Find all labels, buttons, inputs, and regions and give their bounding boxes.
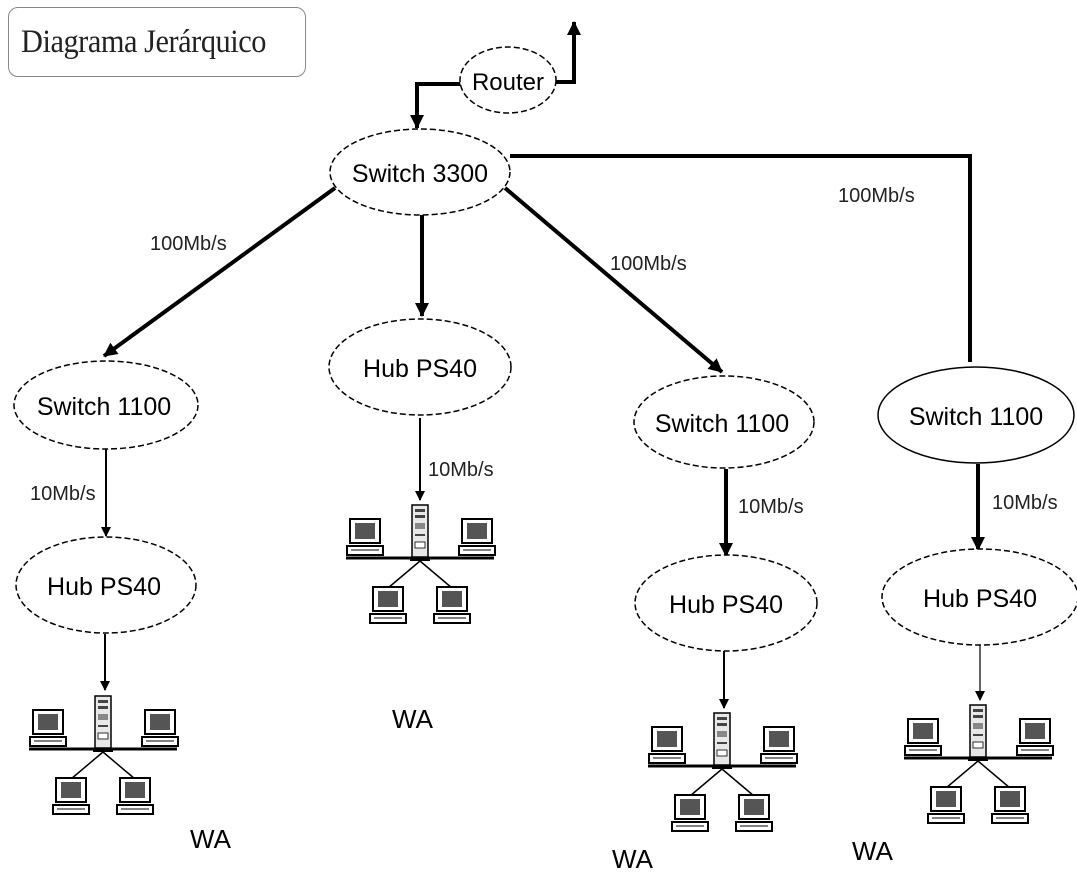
hub-a-label: Hub PS40 [47, 573, 161, 601]
workstation-cluster-a [29, 696, 178, 814]
hub-b-node [328, 318, 512, 416]
core-to-switch-a-link [102, 186, 337, 358]
core-to-switch-d-link [510, 154, 972, 362]
switch-d-label: Switch 1100 [909, 403, 1043, 431]
switch-a-label: Switch 1100 [37, 393, 171, 421]
workstation-cluster-c [648, 713, 797, 831]
switch-a-node [13, 360, 199, 450]
hub-d-node [881, 548, 1077, 646]
speed-label-core-switch-d: 100Mb/s [838, 185, 915, 207]
router-node [459, 46, 557, 114]
hub-c-label: Hub PS40 [669, 591, 783, 619]
diagram-title: Diagrama Jerárquico [21, 24, 266, 60]
wa-label-b: WA [392, 704, 434, 734]
speed-label-switch-c-hub: 10Mb/s [738, 496, 804, 518]
hub-d-label: Hub PS40 [923, 585, 1037, 613]
workstation-cluster-b [346, 505, 495, 623]
speed-label-switch-a-hub: 10Mb/s [30, 483, 96, 505]
core-switch-node [329, 128, 511, 216]
core-switch-label: Switch 3300 [352, 160, 488, 188]
speed-label-core-switch-c: 100Mb/s [610, 253, 687, 275]
wa-label-c: WA [612, 844, 654, 874]
router-label: Router [472, 69, 544, 96]
wa-label-a: WA [190, 824, 232, 854]
wa-label-d: WA [852, 836, 894, 866]
uplink-arrow [556, 21, 581, 84]
switch-c-label: Switch 1100 [655, 410, 789, 438]
router-to-core-link [410, 82, 462, 129]
switch-c-node [633, 375, 815, 469]
hub-a-node [15, 536, 197, 634]
switch-d-node [877, 366, 1075, 464]
title-box: Diagrama Jerárquico [8, 7, 306, 77]
core-to-switch-c-link [503, 186, 724, 374]
workstation-cluster-d [904, 705, 1053, 823]
hub-b-label: Hub PS40 [363, 355, 477, 383]
hub-c-node [634, 554, 818, 652]
speed-label-core-switch-a: 100Mb/s [150, 233, 227, 255]
speed-label-hub-b-wa: 10Mb/s [428, 459, 494, 481]
speed-label-switch-d-hub: 10Mb/s [992, 492, 1058, 514]
